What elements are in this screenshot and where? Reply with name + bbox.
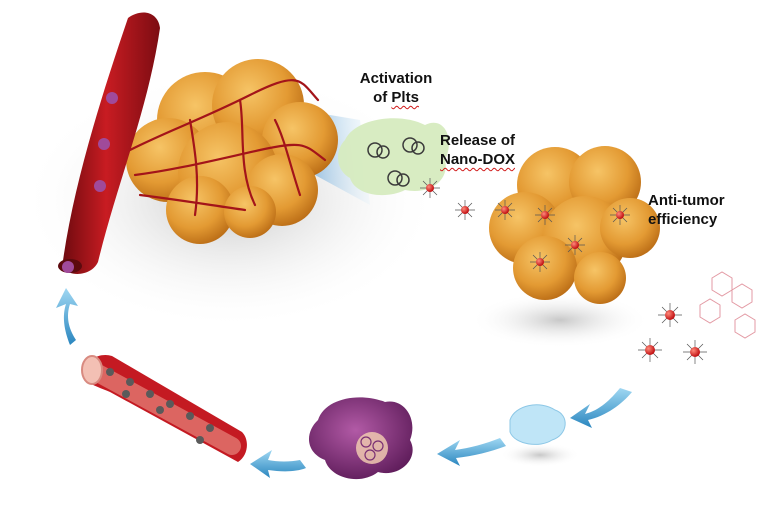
label-antitumor-line1: Anti-tumor — [648, 192, 725, 209]
label-activation-prefix: of — [373, 89, 392, 106]
tumor-mass-right-icon — [489, 146, 660, 304]
label-release-of-nano-dox: Release of Nano-DOX — [440, 131, 556, 169]
label-activation-of-plts: Activation of Plts — [336, 69, 456, 107]
label-release-line2: Nano-DOX — [440, 151, 515, 168]
label-antitumor-line2: efficiency — [648, 211, 718, 228]
blood-vessel-icon — [58, 12, 160, 274]
label-activation-plts: Plts — [391, 89, 419, 106]
tumor-mass-icon — [126, 59, 338, 244]
nano-dox-particle-icon — [420, 178, 707, 364]
label-activation-line1: Activation — [359, 70, 433, 87]
macrophage-icon — [308, 397, 413, 480]
shadow-right — [470, 292, 650, 348]
platelet-cluster-icon — [338, 118, 449, 196]
label-anti-tumor-efficiency: Anti-tumor efficiency — [648, 191, 764, 229]
drug-molecule-icon — [699, 271, 756, 339]
shadow-small — [500, 443, 580, 467]
vessel-cross-section-icon — [81, 354, 247, 462]
platelet-small-icon — [509, 404, 566, 445]
label-release-line1: Release of — [440, 132, 516, 149]
curved-arrow-icon — [56, 288, 632, 478]
